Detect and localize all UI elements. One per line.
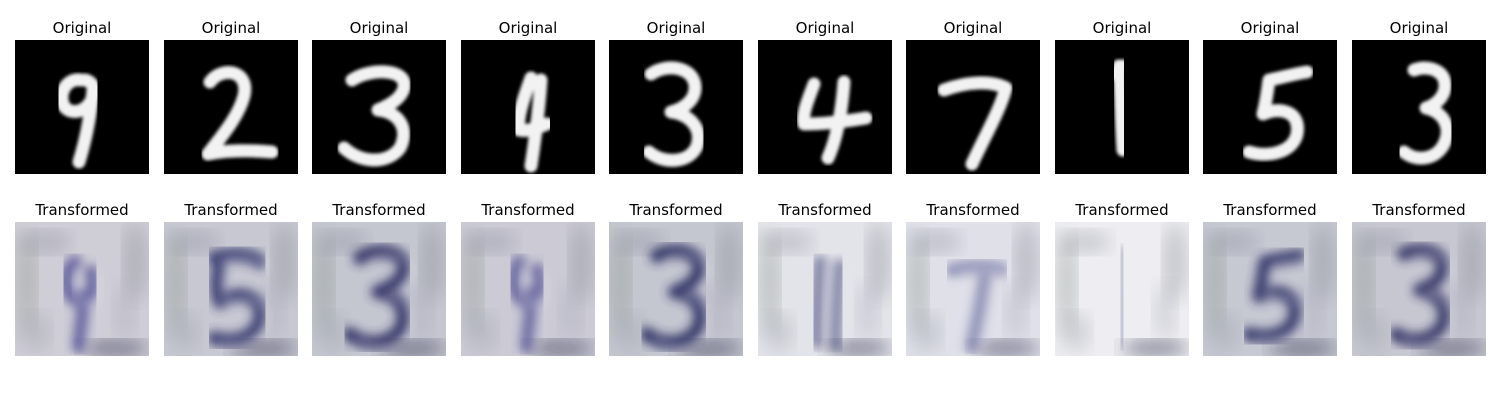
transformed-image (1055, 222, 1189, 356)
transformed-title: Transformed (184, 201, 278, 219)
original-title: Original (201, 19, 261, 37)
original-digit-image (312, 40, 446, 174)
original-digit-image (1055, 40, 1189, 174)
transformed-image (164, 222, 298, 356)
original-digit-image (164, 40, 298, 174)
transformed-image (1203, 222, 1337, 356)
transformed-title: Transformed (1372, 201, 1466, 219)
transformed-title: Transformed (778, 201, 872, 219)
transformed-row: Transformed Transformed Transformed Transfo… (0, 201, 1500, 361)
transformed-image (461, 222, 595, 356)
original-digit-image (1352, 40, 1486, 174)
original-digit-image (906, 40, 1040, 174)
original-title: Original (1389, 19, 1449, 37)
original-title: Original (943, 19, 1003, 37)
original-digit-image (15, 40, 149, 174)
transformed-title: Transformed (332, 201, 426, 219)
original-digit-image (1203, 40, 1337, 174)
original-title: Original (1240, 19, 1300, 37)
transformed-image (1352, 222, 1486, 356)
transformed-image (758, 222, 892, 356)
transformed-title: Transformed (1075, 201, 1169, 219)
original-title: Original (349, 19, 409, 37)
original-title: Original (1092, 19, 1152, 37)
transformed-image (906, 222, 1040, 356)
original-digit-image (461, 40, 595, 174)
original-title: Original (795, 19, 855, 37)
transformed-title: Transformed (35, 201, 129, 219)
original-row: Original Original Original Original Original… (0, 19, 1500, 179)
original-title: Original (52, 19, 112, 37)
transformed-title: Transformed (629, 201, 723, 219)
original-title: Original (498, 19, 558, 37)
original-digit-image (609, 40, 743, 174)
transformed-title: Transformed (1223, 201, 1317, 219)
transformed-image (15, 222, 149, 356)
transformed-title: Transformed (926, 201, 1020, 219)
transformed-image (312, 222, 446, 356)
transformed-image (609, 222, 743, 356)
transformed-title: Transformed (481, 201, 575, 219)
original-title: Original (646, 19, 706, 37)
original-digit-image (758, 40, 892, 174)
